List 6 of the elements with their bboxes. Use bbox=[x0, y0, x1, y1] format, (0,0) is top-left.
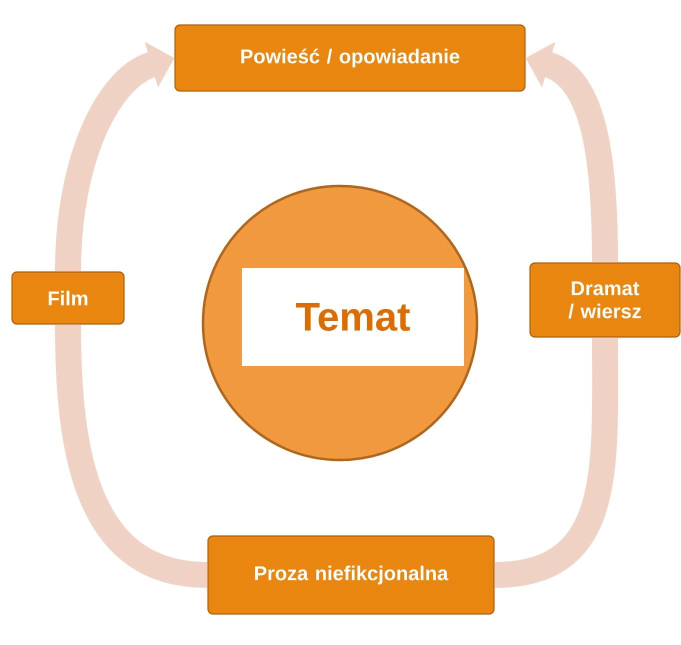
category-box: Dramat / wiersz bbox=[529, 262, 681, 338]
topic-label-box: Temat bbox=[242, 268, 464, 366]
category-box: Powieść / opowiadanie bbox=[174, 24, 526, 92]
node-label: Temat bbox=[296, 303, 410, 331]
category-box: Proza niefikcjonalna bbox=[207, 535, 495, 615]
category-box: Film bbox=[11, 271, 125, 325]
